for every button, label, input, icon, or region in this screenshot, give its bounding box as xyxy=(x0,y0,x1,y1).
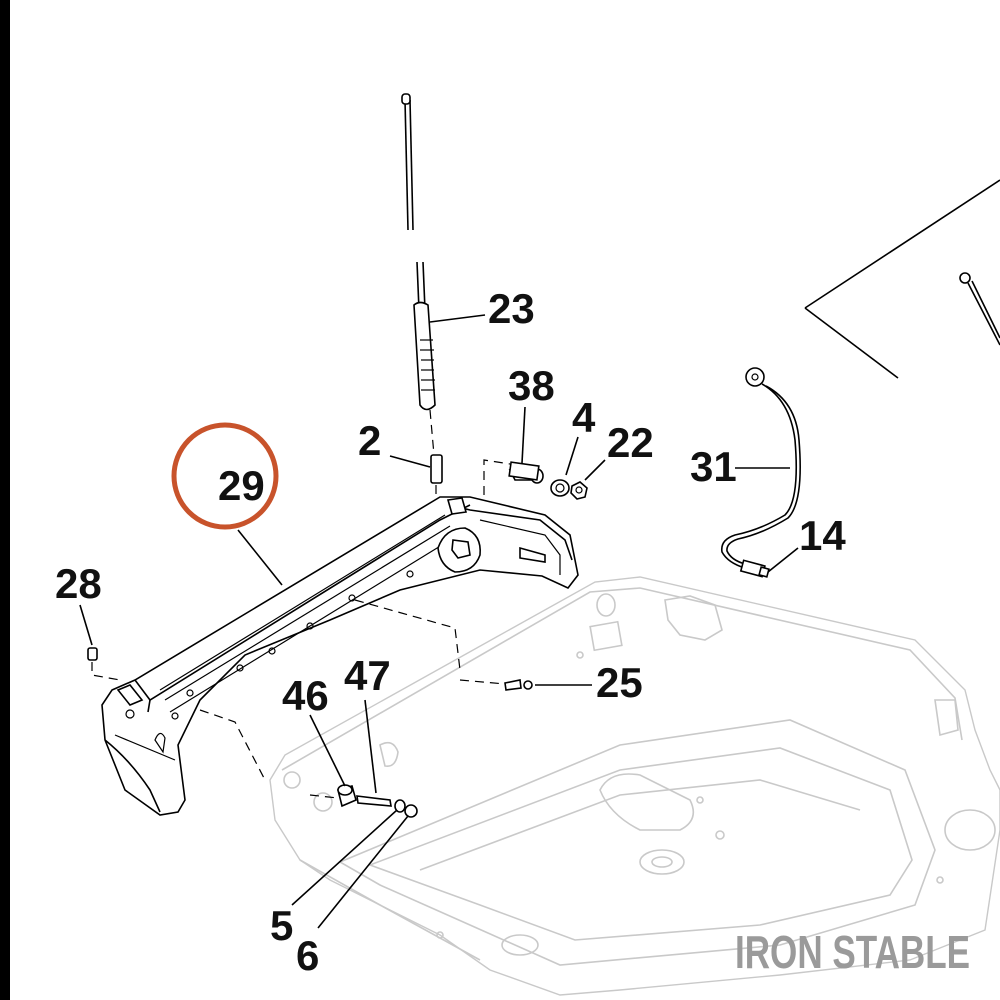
leader-5 xyxy=(291,809,398,906)
callout-29: 29 xyxy=(218,462,265,509)
leader-47 xyxy=(364,699,377,794)
nut-6-part xyxy=(404,804,418,818)
spacer-part xyxy=(337,784,357,808)
callout-5: 5 xyxy=(270,902,293,949)
leader-2 xyxy=(389,455,431,468)
leader-46 xyxy=(309,714,346,787)
leader-23 xyxy=(429,314,486,323)
callout-6: 6 xyxy=(296,932,319,979)
callout-25: 25 xyxy=(596,659,643,706)
callout-22: 22 xyxy=(607,419,654,466)
leader-29 xyxy=(237,529,283,586)
dash-pin xyxy=(309,794,339,799)
pin-part xyxy=(356,795,392,807)
highlight-circle xyxy=(171,422,279,530)
callout-46: 46 xyxy=(282,672,329,719)
leader-4 xyxy=(565,436,579,476)
leader-38 xyxy=(521,406,526,464)
dash-lid-to-bag-2 xyxy=(199,709,266,781)
antenna-mast xyxy=(401,93,414,231)
dash-lid-to-bag-1 xyxy=(354,599,461,671)
screw-25-part xyxy=(504,679,533,691)
callout-2: 2 xyxy=(358,417,381,464)
antenna-cable xyxy=(720,367,801,578)
callout-38: 38 xyxy=(508,362,555,409)
leader-22 xyxy=(584,459,606,481)
connector-part xyxy=(508,461,544,484)
washer-5-part xyxy=(394,799,406,813)
dash-antenna-to-stud xyxy=(429,409,435,456)
brand-watermark: IRON STABLE xyxy=(735,926,970,978)
callout-31: 31 xyxy=(690,443,737,490)
callout-28: 28 xyxy=(55,560,102,607)
callout-4: 4 xyxy=(572,394,596,441)
left-border-bar xyxy=(0,0,10,1000)
washer-part xyxy=(550,479,570,497)
dash-screw-25 xyxy=(459,679,506,685)
dash-screw xyxy=(91,662,121,681)
background-cable xyxy=(804,179,1000,379)
callout-23: 23 xyxy=(488,285,535,332)
nut-part xyxy=(570,481,588,500)
callout-47: 47 xyxy=(344,652,391,699)
screw-part xyxy=(87,647,98,661)
stud-part xyxy=(430,454,443,484)
leader-6 xyxy=(317,815,409,929)
fairing-lid-part xyxy=(101,496,579,816)
leader-28 xyxy=(79,604,93,646)
leader-14 xyxy=(767,547,799,573)
callout-14: 14 xyxy=(799,512,846,559)
antenna-base xyxy=(413,261,436,411)
dash-connector xyxy=(483,459,511,495)
saddlebag-ghost xyxy=(269,576,1000,996)
